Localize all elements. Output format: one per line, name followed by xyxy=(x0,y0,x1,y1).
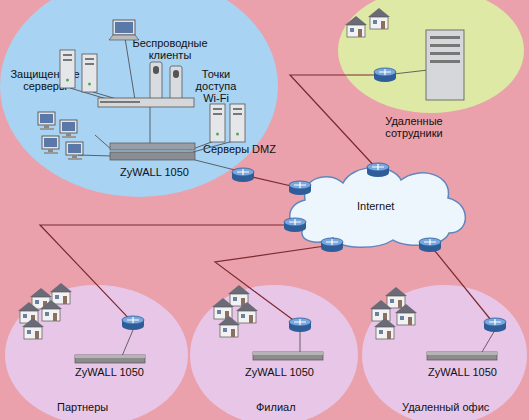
node-label: Защищенные серверы xyxy=(0,68,90,92)
node-label: ZyWALL 1050 xyxy=(428,366,497,378)
internet-cloud: Internet xyxy=(283,158,473,250)
site-ellipse: ZyWALL 1050Партнеры xyxy=(5,285,188,420)
node-label: Точки доступа Wi-Fi xyxy=(186,68,246,104)
node-label: Удаленный офис xyxy=(402,401,489,413)
node-label: ZyWALL 1050 xyxy=(75,366,144,378)
network-link xyxy=(243,175,300,188)
node-label: Удаленные сотрудники xyxy=(375,115,453,139)
hq-router xyxy=(232,168,254,182)
site-ellipse: ZyWALL 1050Филиал xyxy=(190,285,358,420)
node-label: Серверы DMZ xyxy=(203,143,276,155)
node-label: Филиал xyxy=(256,401,296,413)
node-label: Internet xyxy=(357,200,394,212)
site-ellipse: Удаленные сотрудники xyxy=(338,0,524,113)
site-ellipse: ZyWALL 1050Удаленный офис xyxy=(362,285,527,420)
node-label: ZyWALL 1050 xyxy=(245,366,314,378)
site-ellipse: Беспроводные клиентыЗащищенные серверы То… xyxy=(0,0,278,197)
cloud-shape xyxy=(290,168,466,248)
node-label: ZyWALL 1050 xyxy=(120,166,189,178)
node-label: Партнеры xyxy=(57,401,108,413)
node-label: Беспроводные клиенты xyxy=(128,37,212,61)
